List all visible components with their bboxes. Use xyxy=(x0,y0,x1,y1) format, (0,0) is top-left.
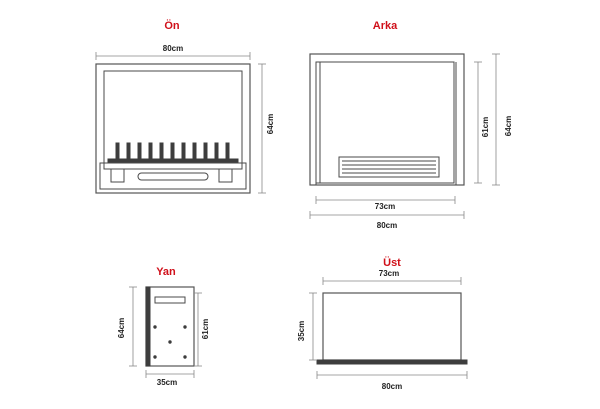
back-view: Arka 73cm xyxy=(309,20,513,230)
side-fireplace-body xyxy=(145,286,195,367)
front-right-knob xyxy=(218,168,233,183)
back-inner-height-dimension: 61cm xyxy=(474,61,490,184)
back-inner-width-label: 73cm xyxy=(375,202,395,211)
back-outer-height-dimension: 64cm xyxy=(492,53,513,186)
side-view: Yan 64cm 61cm xyxy=(117,266,210,387)
top-view: Üst 73cm 35cm 80cm xyxy=(297,256,468,391)
side-depth-dimension: 35cm xyxy=(145,370,195,387)
top-outer-width-dimension: 80cm xyxy=(316,371,468,391)
front-width-dimension: 80cm xyxy=(95,44,251,60)
front-width-label: 80cm xyxy=(163,44,183,53)
side-view-title: Yan xyxy=(156,266,176,278)
front-view-title: Ön xyxy=(164,19,180,32)
top-inner-width-dimension: 73cm xyxy=(322,269,462,285)
side-vent-slot xyxy=(154,296,186,304)
top-front-frame xyxy=(316,359,468,365)
front-fireplace-body xyxy=(95,63,251,194)
back-outer-height-label: 64cm xyxy=(504,116,513,136)
front-handle xyxy=(137,172,209,181)
back-vent xyxy=(338,156,440,178)
side-inner-height-label: 61cm xyxy=(201,319,210,339)
top-depth-dimension: 35cm xyxy=(297,292,317,361)
back-inner-width-dimension: 73cm xyxy=(315,196,456,211)
top-fireplace-body xyxy=(316,292,468,365)
front-left-knob xyxy=(110,168,125,183)
side-outer-height-label: 64cm xyxy=(117,318,126,338)
back-fireplace-body xyxy=(309,53,465,186)
back-outer-width-dimension: 80cm xyxy=(309,211,465,230)
top-outer-width-label: 80cm xyxy=(382,382,402,391)
side-depth-label: 35cm xyxy=(157,378,177,387)
side-inner-height-dimension: 61cm xyxy=(194,292,210,367)
front-height-label: 64cm xyxy=(266,114,275,134)
front-grate xyxy=(107,142,239,163)
top-depth-label: 35cm xyxy=(297,321,306,341)
side-outer-height-dimension: 64cm xyxy=(117,286,137,367)
front-view: Ön 80cm xyxy=(95,19,275,194)
back-outer-width-label: 80cm xyxy=(377,221,397,230)
back-view-title: Arka xyxy=(373,20,398,32)
back-inner-height-label: 61cm xyxy=(481,117,490,137)
top-inner-width-label: 73cm xyxy=(379,269,399,278)
top-view-title: Üst xyxy=(383,256,401,269)
front-height-dimension: 64cm xyxy=(258,63,275,194)
